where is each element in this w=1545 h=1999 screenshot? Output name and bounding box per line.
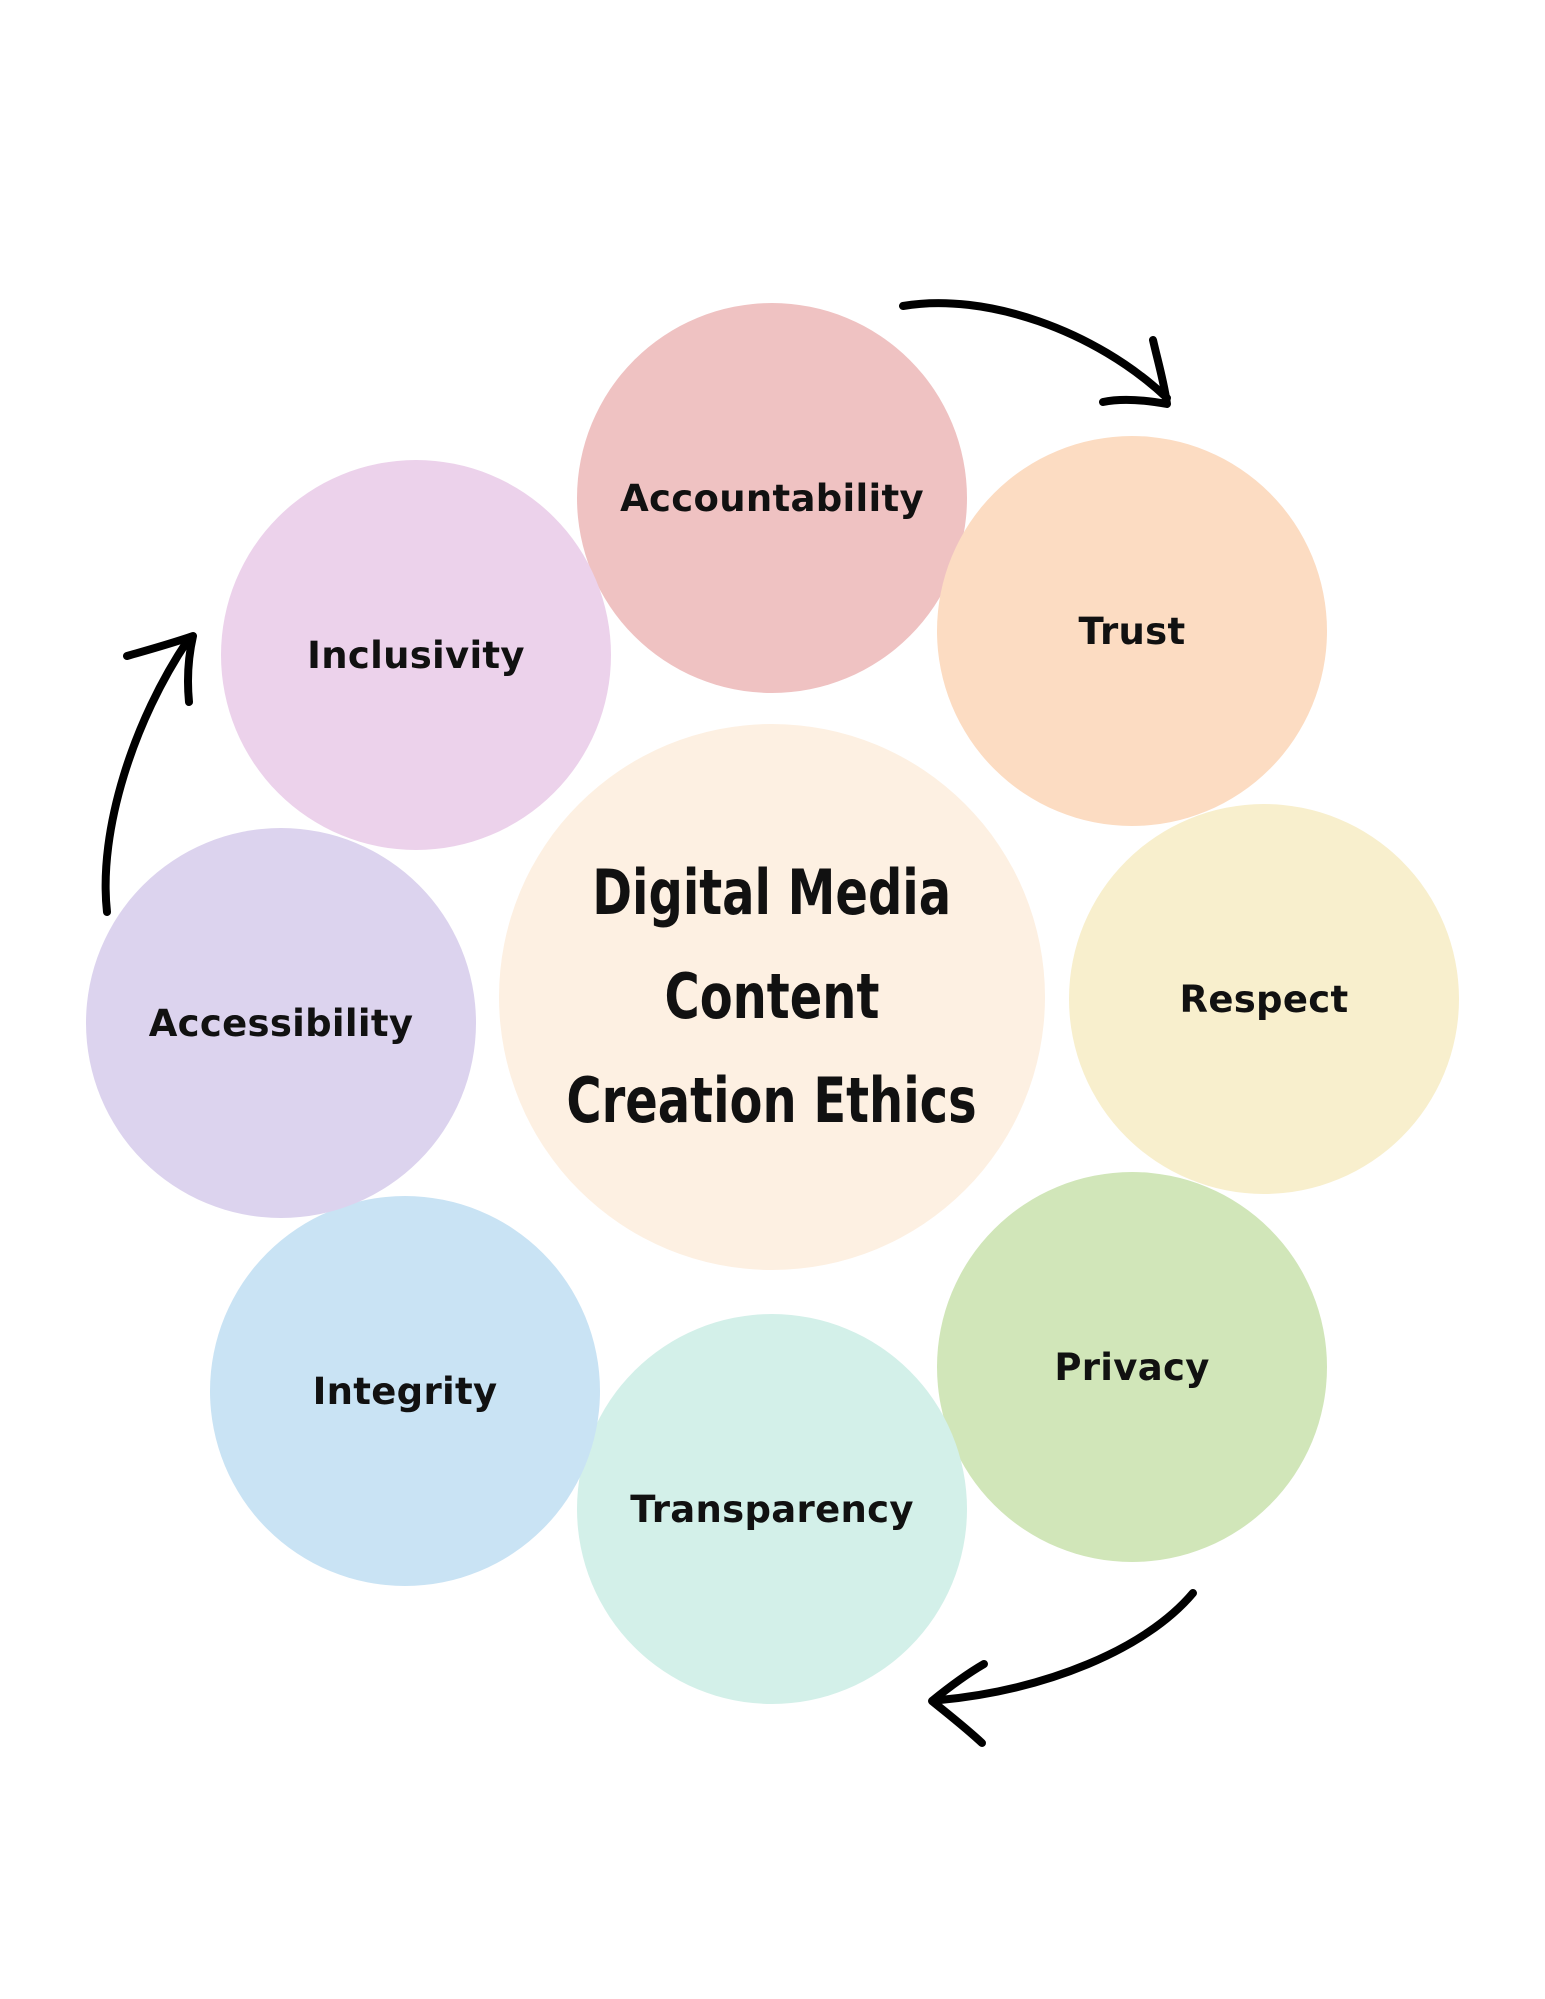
arrow-bottom-head [928, 1660, 988, 1747]
node-label-integrity: Integrity [312, 1369, 498, 1413]
node-label-privacy: Privacy [1054, 1345, 1210, 1389]
arrow-bottom [928, 1589, 1197, 1747]
arrow-top-right-shaft [899, 299, 1171, 402]
node-label-inclusivity: Inclusivity [307, 633, 525, 677]
arrow-top-right [899, 299, 1171, 408]
node-label-trust: Trust [1078, 609, 1186, 653]
node-integrity: Integrity [210, 1196, 600, 1586]
node-label-accountability: Accountability [620, 476, 924, 520]
center-title-line-1: Digital Media [592, 856, 952, 929]
arrow-left [101, 632, 197, 916]
node-accessibility: Accessibility [86, 828, 476, 1218]
arrow-left-head [123, 632, 197, 706]
node-accountability: Accountability [577, 303, 967, 693]
center-title-line-3: Creation Ethics [566, 1064, 978, 1137]
arrow-left-shaft [101, 636, 192, 916]
node-label-transparency: Transparency [630, 1487, 914, 1531]
node-label-respect: Respect [1179, 977, 1349, 1021]
node-trust: Trust [937, 436, 1327, 826]
node-privacy: Privacy [937, 1172, 1327, 1562]
node-label-accessibility: Accessibility [148, 1001, 414, 1045]
arrow-bottom-shaft [936, 1589, 1197, 1704]
center-title-line-2: Content [664, 960, 880, 1033]
arrow-top-right-head [1099, 336, 1171, 408]
center-circle: Digital Media Content Creation Ethics [499, 724, 1045, 1270]
node-transparency: Transparency [577, 1314, 967, 1704]
node-inclusivity: Inclusivity [221, 460, 611, 850]
node-respect: Respect [1069, 804, 1459, 1194]
